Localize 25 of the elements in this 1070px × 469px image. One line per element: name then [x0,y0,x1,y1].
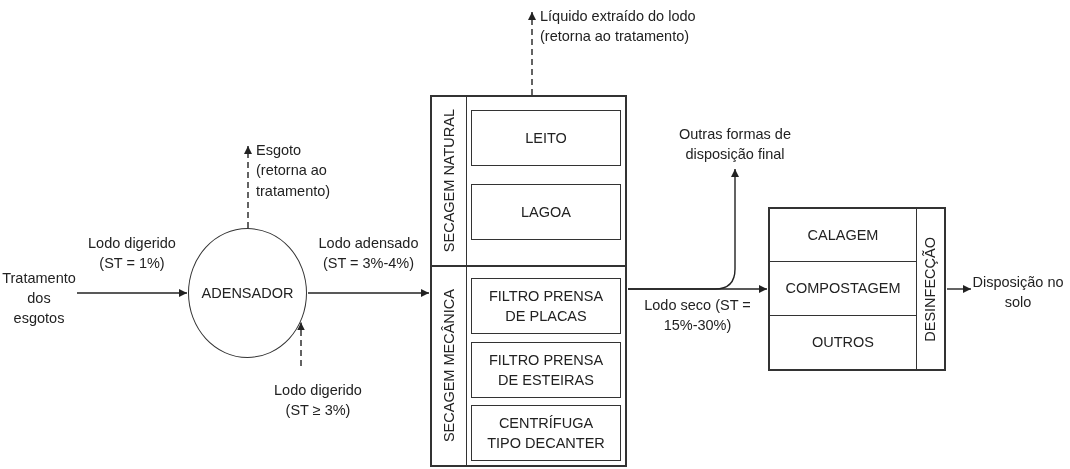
dashed-arrow [297,321,305,367]
group-panel [430,265,627,467]
process-box: LEITO [471,110,621,166]
text-label: Esgoto (retorna ao tratamento) [256,140,348,208]
group-panel [768,207,946,371]
process-circle: ADENSADOR [188,228,307,358]
arrow [946,285,972,293]
process-box: FILTRO PRENSA DE PLACAS [471,278,621,334]
text-label: Outras formas de disposição final [660,120,810,168]
text-label: Líquido extraído do lodo (retorna ao tratamento) [540,6,725,74]
group-title: DESINFECÇÃO [920,236,939,342]
group-title: SECAGEM NATURAL [440,109,459,253]
arrow [307,289,430,297]
process-box: LAGOA [471,184,621,240]
arrow [76,289,188,297]
group-title: SECAGEM MECÂNICA [440,289,459,443]
arrow [627,285,768,293]
dashed-arrow [528,11,536,96]
group-panel [430,95,627,267]
process-box: FILTRO PRENSA DE ESTEIRAS [471,342,621,398]
text-label: Tratamento dos esgotos [2,262,76,334]
process-box: CENTRÍFUGA TIPO DECANTER [471,405,621,461]
dashed-arrow [244,145,252,229]
text-label: Lodo digerido (ST ≥ 3%) [272,366,364,434]
text-label: Disposição no solo [972,268,1064,316]
